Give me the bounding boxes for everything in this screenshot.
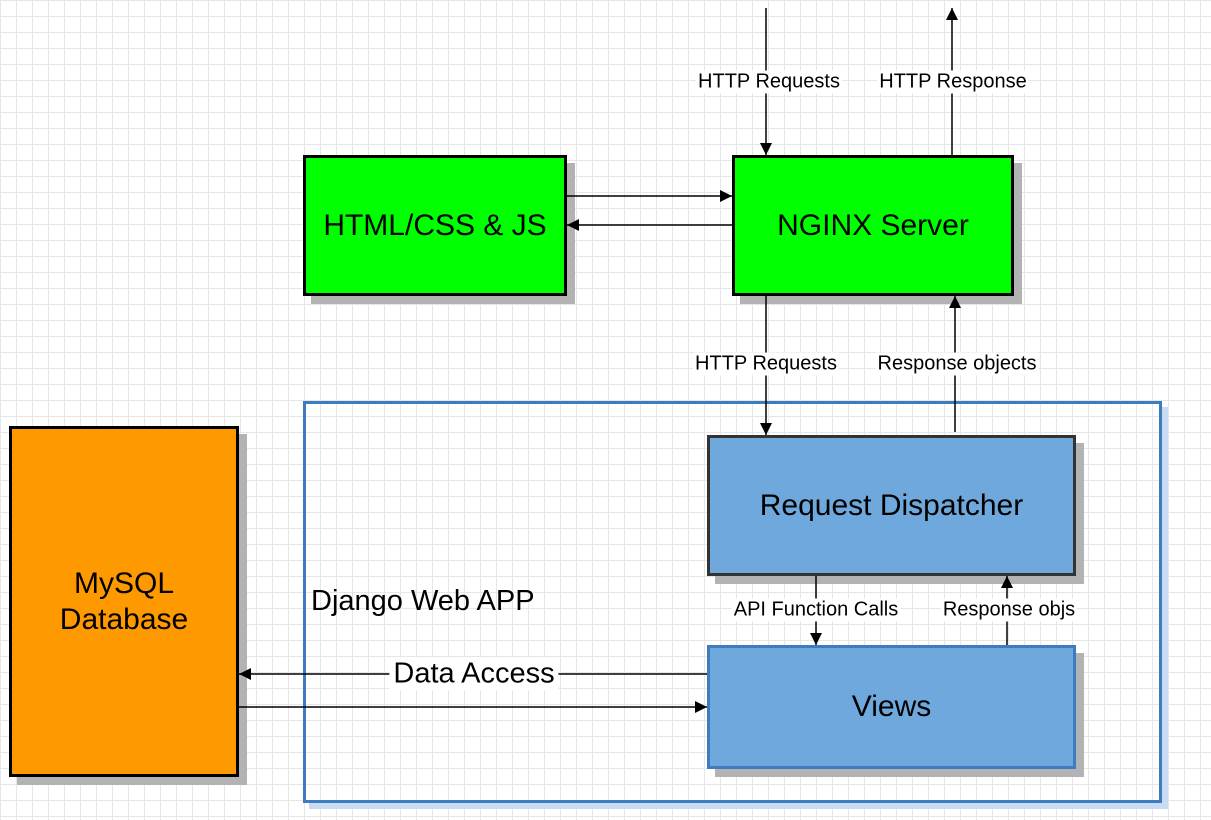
nginx-server-node[interactable]: NGINX Server (732, 155, 1014, 296)
edge-label-views-to-dispatcher: Response objs (940, 598, 1078, 622)
edge-label-external-response: HTTP Response (877, 70, 1029, 94)
edge-label-dispatcher-to-views: API Function Calls (731, 598, 901, 622)
mysql-label-line2: Database (59, 602, 189, 636)
django-app-label: Django Web APP (311, 585, 535, 617)
edge-label-external-requests: HTTP Requests (696, 70, 842, 94)
views-node[interactable]: Views (707, 645, 1076, 769)
nginx-server-label: NGINX Server (777, 208, 969, 242)
mysql-label-line1: MySQL (73, 566, 175, 600)
edge-label-nginx-to-dispatcher: HTTP Requests (693, 352, 839, 376)
edge-label-data-access: Data Access (389, 657, 559, 691)
mysql-database-node[interactable]: MySQL Database (9, 426, 239, 777)
html-css-js-node[interactable]: HTML/CSS & JS (303, 155, 567, 296)
edge-label-dispatcher-to-nginx: Response objects (875, 352, 1039, 376)
views-label: Views (851, 690, 932, 723)
request-dispatcher-node[interactable]: Request Dispatcher (707, 435, 1076, 576)
request-dispatcher-label: Request Dispatcher (759, 488, 1024, 522)
django-app-container (303, 401, 1162, 803)
html-css-js-label: HTML/CSS & JS (323, 208, 547, 242)
